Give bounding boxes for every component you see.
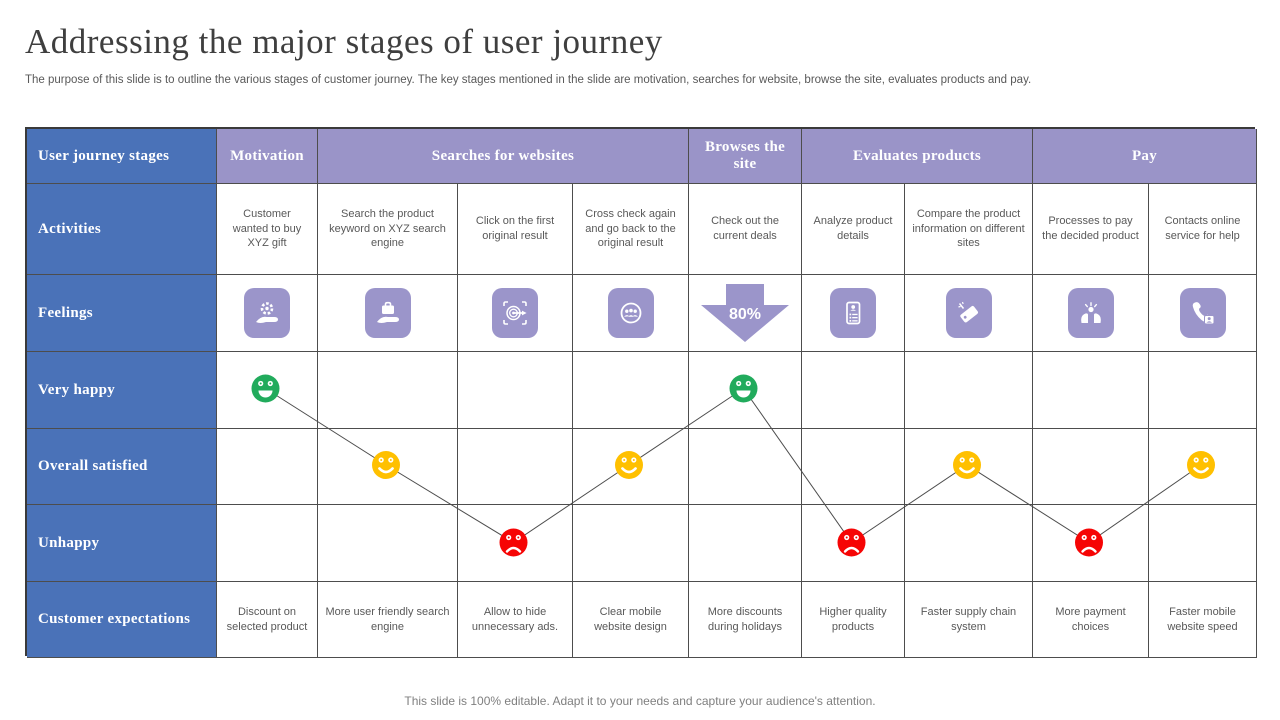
activity-cell: Analyze product details [802,184,905,275]
mood-cell [458,352,573,429]
feeling-cell [573,275,689,352]
corner-header-label: User journey stages [38,147,170,164]
mood-cell [217,352,318,429]
mood-cell [458,429,573,505]
row-label-feelings: Feelings [27,275,217,352]
mood-cell [802,352,905,429]
mood-cell [318,429,458,505]
row-label-very-happy: Very happy [27,352,217,429]
activity-cell: Processes to pay the decided product [1033,184,1149,275]
corner-header: User journey stages [27,129,217,184]
expectation-cell: More payment choices [1033,582,1149,658]
discount-down-arrow-icon: 80% [701,284,789,342]
feeling-cell [217,275,318,352]
row-label-unhappy: Unhappy [27,505,217,582]
mood-cell [1149,352,1257,429]
user-journey-table: User journey stages Motivation Searches … [25,127,1257,658]
row-label-activities: Activities [27,184,217,275]
mood-cell [458,505,573,582]
expectation-cell: Clear mobile website design [573,582,689,658]
mood-cell [217,505,318,582]
phone-contact-icon [1179,288,1226,338]
page-subtitle: The purpose of this slide is to outline … [25,74,1032,86]
activity-cell: Check out the current deals [689,184,802,275]
feeling-cell [1033,275,1149,352]
activity-cell: Cross check again and go back to the ori… [573,184,689,275]
mood-cell [1149,505,1257,582]
expectation-cell: Discount on selected product [217,582,318,658]
feeling-cell [318,275,458,352]
mood-cell [905,429,1033,505]
mood-cell [905,352,1033,429]
hand-gear-icon [244,288,290,338]
activity-cell: Search the product keyword on XYZ search… [318,184,458,275]
row-label-customer-expectations: Customer expectations [27,582,217,658]
hands-celebrate-icon [1067,288,1114,338]
mood-cell [1033,352,1149,429]
stage-header-searches: Searches for websites [318,129,689,184]
audience-globe-icon [607,288,654,338]
row-label-overall-satisfied: Overall satisfied [27,429,217,505]
page-title: Addressing the major stages of user jour… [25,22,663,61]
activity-cell: Click on the first original result [458,184,573,275]
stage-header-motivation: Motivation [217,129,318,184]
feeling-cell [1149,275,1257,352]
stage-header-evaluates: Evaluates products [802,129,1033,184]
hand-briefcase-icon [364,288,411,338]
mood-cell [689,505,802,582]
activity-cell: Compare the product information on diffe… [905,184,1033,275]
mood-cell [689,352,802,429]
mood-cell [802,429,905,505]
mood-cell [217,429,318,505]
mood-cell [1033,505,1149,582]
mood-cell [689,429,802,505]
activity-cell: Contacts online service for help [1149,184,1257,275]
feeling-cell [802,275,905,352]
activity-cell: Customer wanted to buy XYZ gift [217,184,318,275]
mood-cell [318,505,458,582]
mood-cell [1033,429,1149,505]
expectation-cell: More user friendly search engine [318,582,458,658]
mood-cell [905,505,1033,582]
stage-header-browses: Browses the site [689,129,802,184]
stage-header-pay: Pay [1033,129,1257,184]
feeling-cell [905,275,1033,352]
arrow-percent-label: 80% [729,306,761,323]
mood-cell [1149,429,1257,505]
target-arrow-icon [492,288,538,338]
feeling-cell [458,275,573,352]
resume-icon [830,288,876,338]
mood-cell [573,352,689,429]
feeling-cell: 80% [689,275,802,352]
mood-cell [318,352,458,429]
journey-grid: User journey stages Motivation Searches … [25,127,1257,658]
price-tag-icon [945,288,992,338]
expectation-cell: Higher quality products [802,582,905,658]
expectation-cell: Faster mobile website speed [1149,582,1257,658]
expectation-cell: Allow to hide unnecessary ads. [458,582,573,658]
mood-cell [573,505,689,582]
expectation-cell: More discounts during holidays [689,582,802,658]
expectation-cell: Faster supply chain system [905,582,1033,658]
mood-cell [802,505,905,582]
footer-note: This slide is 100% editable. Adapt it to… [404,694,876,708]
mood-cell [573,429,689,505]
